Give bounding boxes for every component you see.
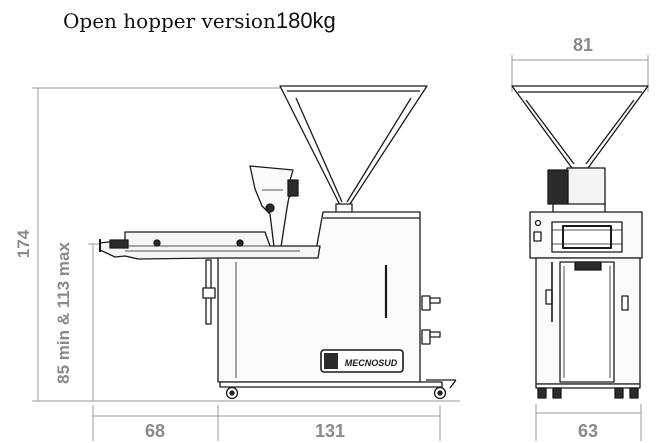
caption-weight: 180kg	[275, 8, 336, 33]
outfeed-conveyor	[99, 231, 321, 260]
dim-front-base-width-label: 63	[578, 421, 598, 441]
dim-body-length-label: 131	[315, 421, 345, 441]
dim-front-top-width-label: 81	[573, 35, 593, 55]
side-view-machine: MECNOSUD	[99, 85, 457, 400]
side-hopper	[279, 85, 428, 208]
front-hopper	[511, 85, 649, 169]
dim-outfeed-height-label: 85 min & 113 max	[54, 242, 73, 384]
caption: Open hopper version180kg	[63, 6, 336, 39]
caption-label: Open hopper version	[63, 9, 276, 33]
brand-badge-text: MECNOSUD	[345, 358, 398, 368]
front-view-machine	[511, 85, 649, 399]
brand-badge: MECNOSUD	[320, 349, 404, 373]
dim-conveyor-length-label: 68	[145, 421, 165, 441]
dim-total-height-label: 174	[14, 229, 33, 258]
dimension-lines	[32, 55, 649, 441]
